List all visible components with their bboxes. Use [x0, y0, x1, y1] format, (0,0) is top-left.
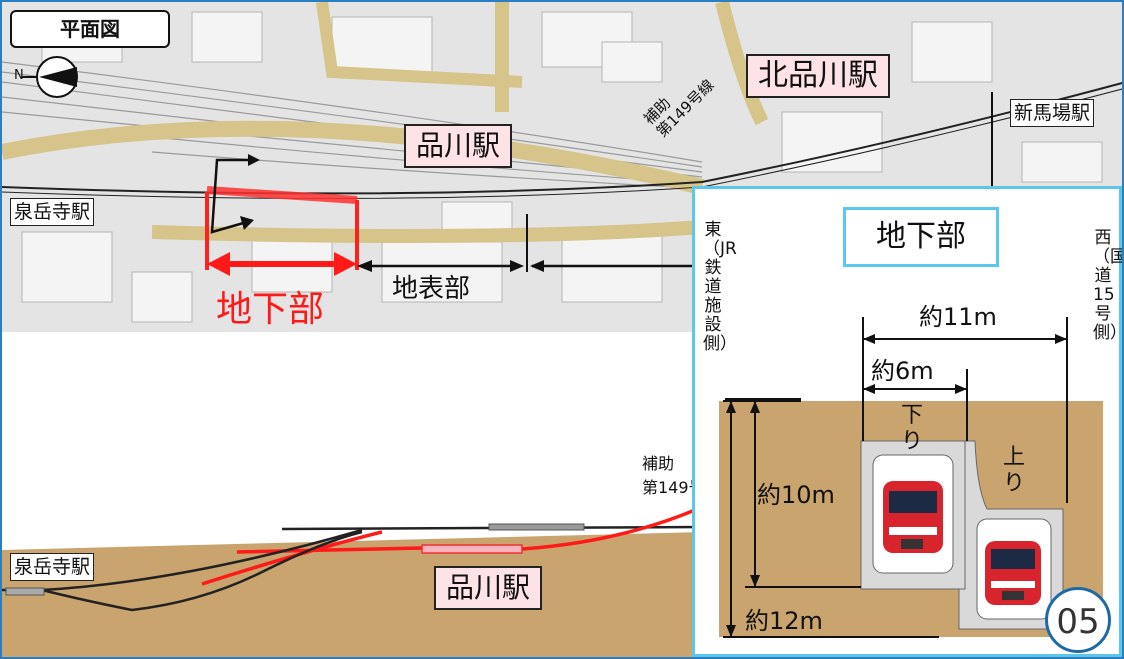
- up-track-label: 上り: [1002, 445, 1025, 496]
- cross-section-inset: 地下部 東（JR鉄道施設側） 西（国道15号側） 約11m 約6m 約10m 約…: [692, 186, 1122, 657]
- plan-map: 平面図 N 北品川駅 新馬場駅 品川駅 泉岳寺駅 補助 第149号線 地下部 地…: [2, 2, 1122, 332]
- profile-section: 泉岳寺駅 品川駅 補助 第149号線: [2, 332, 721, 657]
- sengakuji-map-label: 泉岳寺駅: [10, 198, 95, 226]
- width-11m-label: 約11m: [919, 303, 997, 331]
- west-side-label: 西（国道15号側）: [1093, 228, 1124, 343]
- profile-graphics: [2, 505, 703, 657]
- north-label: N: [14, 68, 24, 83]
- shinagawa-profile-label: 品川駅: [434, 566, 543, 610]
- shinbanba-label: 新馬場駅: [1010, 99, 1095, 127]
- cross-section-graphics: [719, 317, 1103, 638]
- inset-title: 地下部: [843, 207, 999, 267]
- width-6m-label: 約6m: [871, 357, 934, 385]
- underground-map-label: 地下部: [216, 289, 325, 330]
- page-number-badge: 05: [1045, 587, 1111, 653]
- sengakuji-profile-label: 泉岳寺駅: [10, 553, 95, 581]
- kita-shinagawa-label: 北品川駅: [746, 54, 890, 98]
- down-track-label: 下り: [900, 403, 923, 454]
- road-profile-label-a: 補助: [642, 454, 675, 473]
- depth-12m-label: 約12m: [745, 607, 823, 635]
- surface-map-label: 地表部: [392, 274, 471, 304]
- depth-10m-label: 約10m: [757, 481, 835, 509]
- down-train-icon: [883, 481, 943, 553]
- east-side-label: 東（JR鉄道施設側）: [703, 220, 737, 354]
- up-train-icon: [985, 541, 1041, 605]
- shinagawa-map-label: 品川駅: [404, 124, 513, 168]
- plan-view-tag: 平面図: [10, 10, 170, 48]
